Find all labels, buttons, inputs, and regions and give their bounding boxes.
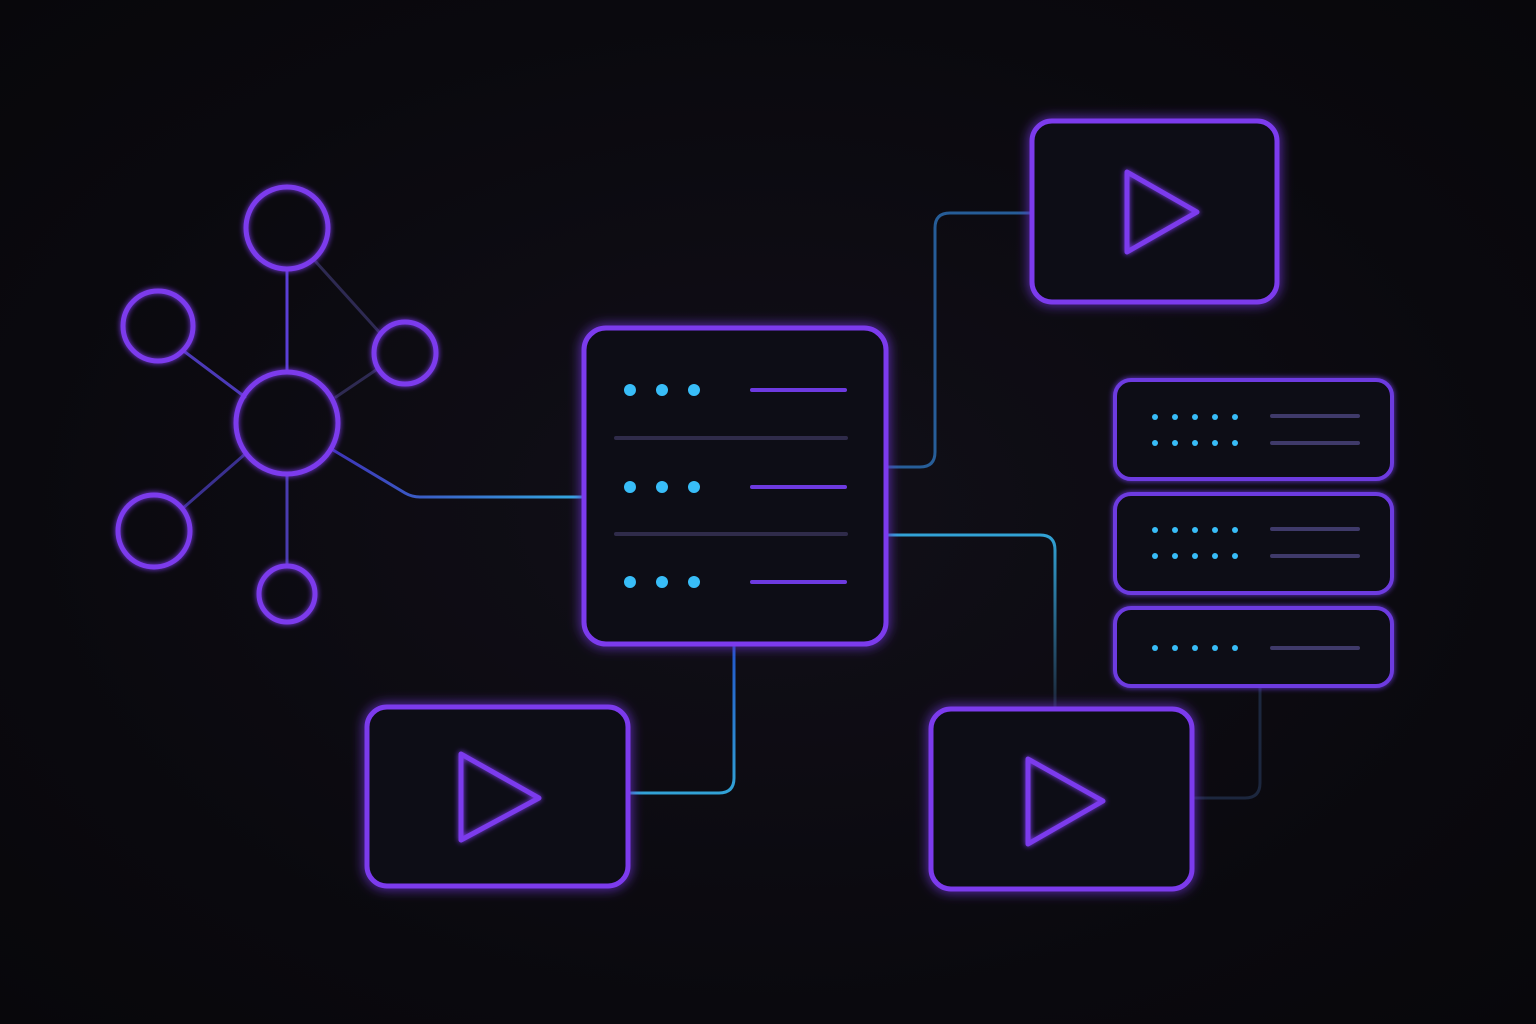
status-dot [656, 481, 668, 493]
network-edge [334, 368, 378, 399]
status-dot [624, 481, 636, 493]
connector-server-to-video-top [886, 211, 1034, 469]
server-panel [581, 325, 889, 647]
connector-server-to-video-left [628, 643, 736, 795]
storage-frame [1113, 378, 1394, 481]
server-row [624, 576, 847, 588]
video-player-bottom-right [928, 706, 1195, 892]
play-icon [1124, 169, 1200, 255]
network-node-left [120, 288, 196, 364]
storage-unit [1113, 492, 1394, 595]
network-node-hub [233, 369, 341, 477]
server-rack-icon [581, 325, 889, 647]
network-node-right [371, 319, 439, 387]
connector-server-to-video-right [886, 533, 1057, 710]
status-dot [656, 576, 668, 588]
network-graph-icon [115, 184, 439, 625]
status-dot [624, 384, 636, 396]
play-icon [1025, 756, 1106, 847]
video-frame [364, 704, 631, 889]
server-row [624, 384, 847, 396]
connectors [331, 211, 1262, 800]
status-dot [624, 576, 636, 588]
network-node-bottom [256, 563, 318, 625]
video-player-top [1029, 118, 1280, 305]
network-edge [314, 260, 382, 335]
video-frame [928, 706, 1195, 892]
video-frame [1029, 118, 1280, 305]
status-dot [656, 384, 668, 396]
status-dot [688, 384, 700, 396]
network-node-top [243, 184, 331, 272]
network-node-bottom-left [115, 492, 193, 570]
server-row [624, 481, 847, 493]
connector-network-to-server [331, 448, 586, 499]
storage-unit [1113, 378, 1394, 481]
network-edge [180, 453, 246, 511]
storage-frame [1113, 606, 1394, 688]
storage-frame [1113, 492, 1394, 595]
video-player-bottom-left [364, 704, 631, 889]
connector-storage-to-video-right [1193, 686, 1262, 800]
status-dot [688, 576, 700, 588]
storage-stack-icon [1113, 378, 1394, 688]
storage-unit [1113, 606, 1394, 688]
play-icon [458, 751, 542, 843]
network-edge [183, 350, 247, 399]
status-dot [688, 481, 700, 493]
